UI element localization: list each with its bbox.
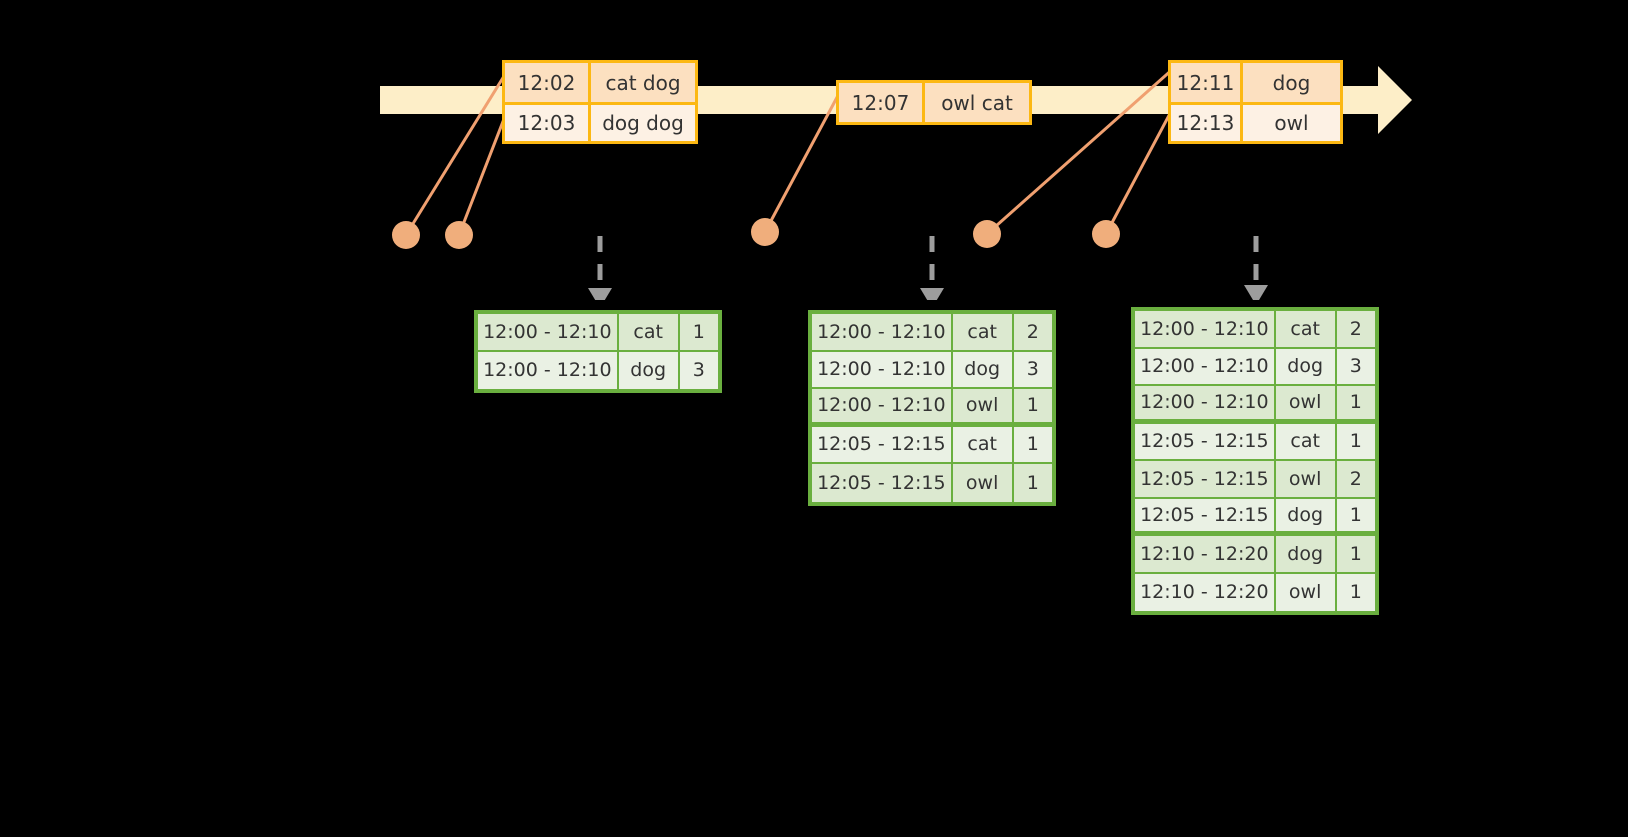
window-cell: 12:00 - 12:10 [812, 389, 953, 422]
event-box-3: 12:11 dog 12:13 owl [1168, 60, 1343, 144]
window-cell: 12:00 - 12:10 [478, 351, 619, 389]
count-cell: 1 [1013, 464, 1052, 502]
count-cell: 1 [1336, 536, 1375, 572]
connector-line-3 [763, 87, 844, 233]
event-dot-4 [973, 220, 1001, 248]
key-cell: dog [1275, 348, 1337, 384]
key-cell: owl [952, 389, 1014, 422]
key-cell: dog [952, 351, 1014, 387]
key-cell: cat [952, 314, 1014, 350]
key-cell: cat [1275, 311, 1337, 347]
dashed-arrow-head-2 [920, 288, 944, 300]
event-dot-3 [751, 218, 779, 246]
event-row: 12:07 owl cat [839, 83, 1029, 122]
window-cell: 12:05 - 12:15 [812, 464, 953, 502]
event-words: owl cat [925, 83, 1029, 122]
window-cell: 12:00 - 12:10 [1135, 386, 1276, 419]
event-row: 12:03 dog dog [505, 102, 695, 141]
count-cell: 1 [679, 314, 718, 350]
count-cell: 1 [1336, 423, 1375, 459]
count-cell: 1 [1013, 389, 1052, 422]
window-cell: 12:00 - 12:10 [812, 314, 953, 350]
event-dot-1 [392, 221, 420, 249]
count-cell: 3 [1013, 351, 1052, 387]
key-cell: cat [618, 314, 680, 350]
window-cell: 12:10 - 12:20 [1135, 573, 1276, 611]
count-cell: 2 [1336, 461, 1375, 497]
count-cell: 2 [1336, 311, 1375, 347]
connector-line-1 [404, 67, 511, 236]
key-cell: owl [1275, 461, 1337, 497]
event-time: 12:07 [839, 83, 925, 122]
key-cell: cat [1275, 423, 1337, 459]
event-words: cat dog [591, 63, 695, 102]
window-cell: 12:00 - 12:10 [1135, 348, 1276, 384]
window-cell: 12:05 - 12:15 [1135, 498, 1276, 531]
key-cell: dog [1275, 536, 1337, 572]
key-cell: cat [952, 426, 1014, 462]
count-cell: 1 [1336, 573, 1375, 611]
event-words: dog dog [591, 105, 695, 141]
count-cell: 1 [1013, 426, 1052, 462]
connector-line-5 [1104, 105, 1176, 235]
event-time: 12:11 [1171, 63, 1243, 102]
event-dot-5 [1092, 220, 1120, 248]
count-cell: 3 [1336, 348, 1375, 384]
event-time: 12:03 [505, 105, 591, 141]
count-cell: 3 [679, 351, 718, 389]
count-cell: 1 [1336, 386, 1375, 419]
dashed-arrow-head-3 [1244, 285, 1268, 300]
event-box-1: 12:02 cat dog 12:03 dog dog [502, 60, 698, 144]
timeline-and-connectors [380, 66, 1412, 300]
window-cell: 12:05 - 12:15 [1135, 423, 1276, 459]
connector-line-4 [986, 66, 1175, 236]
window-cell: 12:00 - 12:10 [812, 351, 953, 387]
key-cell: owl [952, 464, 1014, 502]
count-cell: 1 [1336, 498, 1375, 531]
connector-line-2 [457, 105, 511, 236]
event-row: 12:11 dog [1171, 63, 1340, 102]
event-time: 12:02 [505, 63, 591, 102]
event-time: 12:13 [1171, 105, 1243, 141]
key-cell: owl [1275, 386, 1337, 419]
dashed-arrow-head-1 [588, 288, 612, 300]
window-cell: 12:00 - 12:10 [1135, 311, 1276, 347]
window-cell: 12:05 - 12:15 [812, 426, 953, 462]
event-box-2: 12:07 owl cat [836, 80, 1032, 125]
window-cell: 12:10 - 12:20 [1135, 536, 1276, 572]
key-cell: owl [1275, 573, 1337, 611]
event-dot-2 [445, 221, 473, 249]
event-words: dog [1243, 63, 1340, 102]
window-cell: 12:05 - 12:15 [1135, 461, 1276, 497]
event-row: 12:02 cat dog [505, 63, 695, 102]
count-cell: 2 [1013, 314, 1052, 350]
window-cell: 12:00 - 12:10 [478, 314, 619, 350]
key-cell: dog [618, 351, 680, 389]
event-row: 12:13 owl [1171, 102, 1340, 141]
key-cell: dog [1275, 498, 1337, 531]
event-words: owl [1243, 105, 1340, 141]
